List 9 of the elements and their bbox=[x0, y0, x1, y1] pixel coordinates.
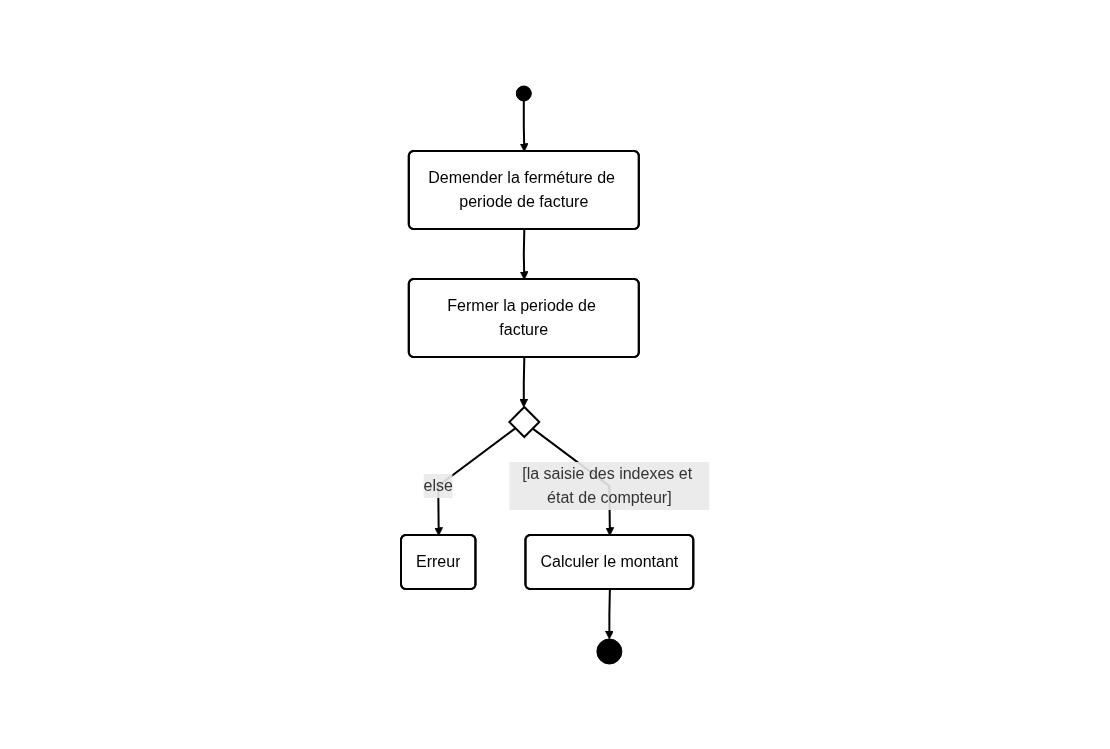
arrow bbox=[519, 99, 529, 152]
node-circle bbox=[596, 638, 623, 664]
node-diamond bbox=[507, 405, 541, 438]
edge-label: [la saisie des indexes et état de compteur] bbox=[522, 464, 692, 506]
arrow bbox=[519, 228, 529, 280]
arrow bbox=[604, 588, 614, 639]
edge-label: else bbox=[423, 476, 453, 494]
arrow bbox=[519, 356, 528, 407]
node-circle bbox=[515, 85, 532, 101]
